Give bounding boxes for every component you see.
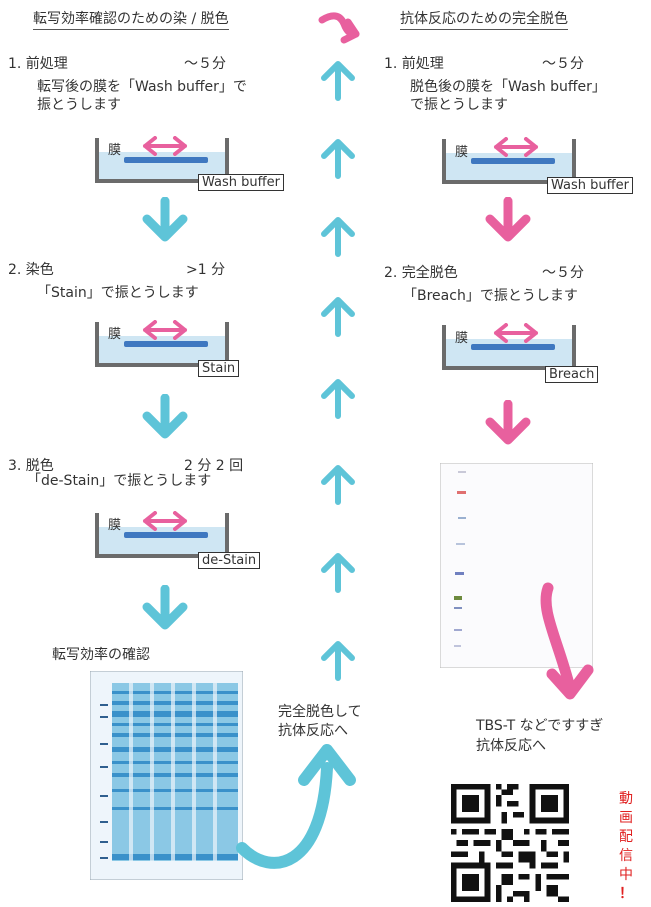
right-step1-num: 1. 前処理 [384, 56, 444, 72]
right-step2-time: ～５分 [542, 265, 584, 281]
left-step2-tray: 膜 Stain [94, 320, 294, 377]
left-step1-num: 1. 前処理 [8, 56, 68, 72]
left-title: 転写効率確認のための染 / 脱色 [33, 8, 229, 30]
double-arrow-icon [494, 137, 538, 157]
up-arrow-icon [321, 139, 355, 179]
down-arrow-icon [142, 585, 188, 630]
video-char: ！ [619, 886, 633, 902]
video-char: 動 [619, 791, 633, 807]
up-arrow-icon [321, 297, 355, 337]
video-label: 動 画 配 信 中 ！ [617, 790, 635, 904]
double-arrow-icon [143, 320, 187, 340]
curved-arrow-icon [540, 582, 594, 700]
left-step1-desc1: 転写後の膜を「Wash buffer」で [37, 79, 247, 95]
down-arrow-icon [142, 197, 188, 242]
qr-code-icon[interactable] [451, 784, 569, 902]
membrane-label: 膜 [455, 145, 469, 160]
left-step2-time: >1 分 [186, 262, 226, 278]
right-step1-desc2: で振とうします [410, 97, 508, 113]
right-step2-num: 2. 完全脱色 [384, 265, 458, 281]
right-step2-tray: 膜 Breach [441, 323, 651, 383]
left-step3-desc: 「de-Stain」で振とうします [27, 473, 212, 489]
up-arrow-column [321, 61, 355, 681]
middle-text-1: 完全脱色して [278, 704, 362, 720]
tray-basin [95, 322, 229, 367]
right-step1-time: ～５分 [542, 56, 584, 72]
buffer-label: Wash buffer [198, 174, 284, 191]
tray-basin [442, 325, 576, 370]
after-text-1: TBS-T などですすぎ [476, 718, 604, 734]
curved-arrow-icon [236, 744, 356, 869]
tray-basin [95, 138, 229, 183]
right-step1-desc1: 脱色後の膜を「Wash buffer」 [410, 79, 606, 95]
membrane-label: 膜 [455, 331, 469, 346]
left-step1-tray: 膜 Wash buffer [94, 136, 294, 192]
curved-arrow-icon [318, 12, 360, 44]
left-step3-num: 3. 脱色 [8, 458, 54, 474]
video-char: 中 [619, 867, 633, 883]
up-arrow-icon [321, 379, 355, 419]
tray-basin [442, 139, 576, 184]
down-arrow-icon [485, 197, 531, 242]
result-label: 転写効率の確認 [52, 647, 150, 663]
left-step3-time: 2 分 2 回 [184, 458, 244, 474]
video-char: 画 [619, 810, 633, 826]
buffer-label: de-Stain [198, 552, 261, 569]
right-title: 抗体反応のための完全脱色 [400, 8, 568, 30]
buffer-label: Wash buffer [547, 177, 633, 194]
destained-membrane-image [440, 463, 593, 668]
double-arrow-icon [143, 511, 187, 531]
down-arrow-icon [142, 394, 188, 439]
right-step2-desc: 「Breach」で振とうします [403, 288, 578, 304]
membrane-label: 膜 [108, 143, 122, 158]
video-char: 配 [619, 829, 633, 845]
up-arrow-icon [321, 641, 355, 681]
stained-membrane-image [90, 671, 243, 880]
middle-text-2: 抗体反応へ [278, 723, 348, 739]
down-arrow-icon [485, 400, 531, 445]
left-step1-time: ～５分 [184, 56, 226, 72]
left-step2-desc: 「Stain」で振とうします [37, 285, 199, 301]
double-arrow-icon [494, 323, 538, 343]
left-step2-num: 2. 染色 [8, 262, 54, 278]
buffer-label: Breach [545, 366, 599, 383]
membrane-label: 膜 [108, 518, 122, 533]
after-text-2: 抗体反応へ [476, 738, 546, 754]
video-char: 信 [619, 848, 633, 864]
up-arrow-icon [321, 553, 355, 593]
left-step3-tray: 膜 de-Stain [94, 511, 294, 569]
up-arrow-icon [321, 217, 355, 257]
right-step1-tray: 膜 Wash buffer [441, 137, 651, 195]
double-arrow-icon [143, 136, 187, 156]
left-step1-desc2: 振とうします [37, 97, 121, 113]
membrane-label: 膜 [108, 327, 122, 342]
up-arrow-icon [321, 465, 355, 505]
up-arrow-icon [321, 61, 355, 101]
buffer-label: Stain [198, 360, 240, 377]
tray-basin [95, 513, 229, 558]
